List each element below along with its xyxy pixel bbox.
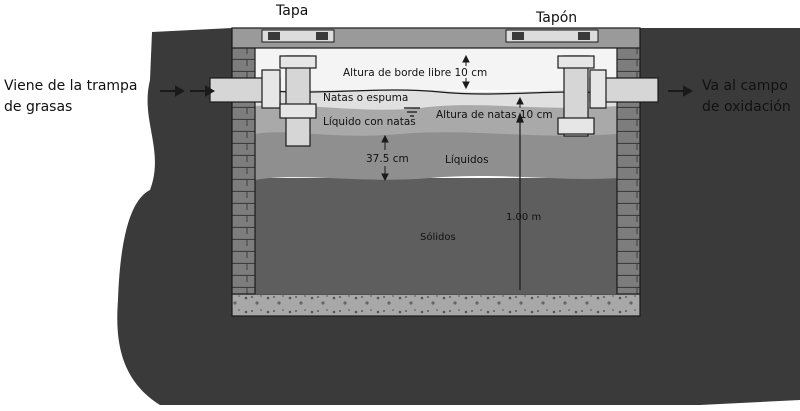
solids-layer <box>255 178 617 294</box>
air-space <box>255 48 617 90</box>
label-natas-espuma: Natas o espuma <box>323 92 408 104</box>
inlet-label-line2: de grasas <box>4 99 73 115</box>
label-depth-375: 37.5 cm <box>366 153 409 165</box>
label-borde-libre: Altura de borde libre 10 cm <box>343 67 487 79</box>
lid-tapa <box>261 29 335 43</box>
borde-libre-dimension <box>462 54 470 90</box>
liquid-with-scum-layer <box>255 103 617 136</box>
label-solidos: Sólidos <box>420 231 456 243</box>
label-liquidos: Líquidos <box>445 154 489 166</box>
depth-100-dimension <box>516 112 524 290</box>
lid-tapon <box>505 29 599 43</box>
label-altura-natas: Altura de natas 10 cm <box>436 109 553 121</box>
outlet-label: Va al campo de oxidación <box>702 76 791 118</box>
liquids-layer <box>255 132 617 180</box>
inlet-arrows <box>160 85 216 97</box>
inlet-pipe <box>209 55 317 147</box>
label-tapa: Tapa <box>275 3 308 19</box>
outlet-label-line1: Va al campo <box>702 78 788 94</box>
left-wall <box>231 35 256 295</box>
inlet-label: Viene de la trampa de grasas <box>4 76 138 118</box>
label-depth-100: 1.00 m <box>506 212 541 223</box>
inlet-label-line1: Viene de la trampa <box>4 78 138 94</box>
outlet-arrow <box>668 85 694 97</box>
concrete-base <box>231 293 641 317</box>
natas-dimension <box>516 96 524 108</box>
label-tapon: Tapón <box>535 10 577 26</box>
outlet-pipe <box>557 55 659 137</box>
water-level-symbol <box>404 107 420 117</box>
depth-375-dimension <box>381 134 389 182</box>
right-wall <box>616 35 641 295</box>
label-liquido-natas: Líquido con natas <box>323 116 416 128</box>
outlet-label-line2: de oxidación <box>702 99 791 115</box>
